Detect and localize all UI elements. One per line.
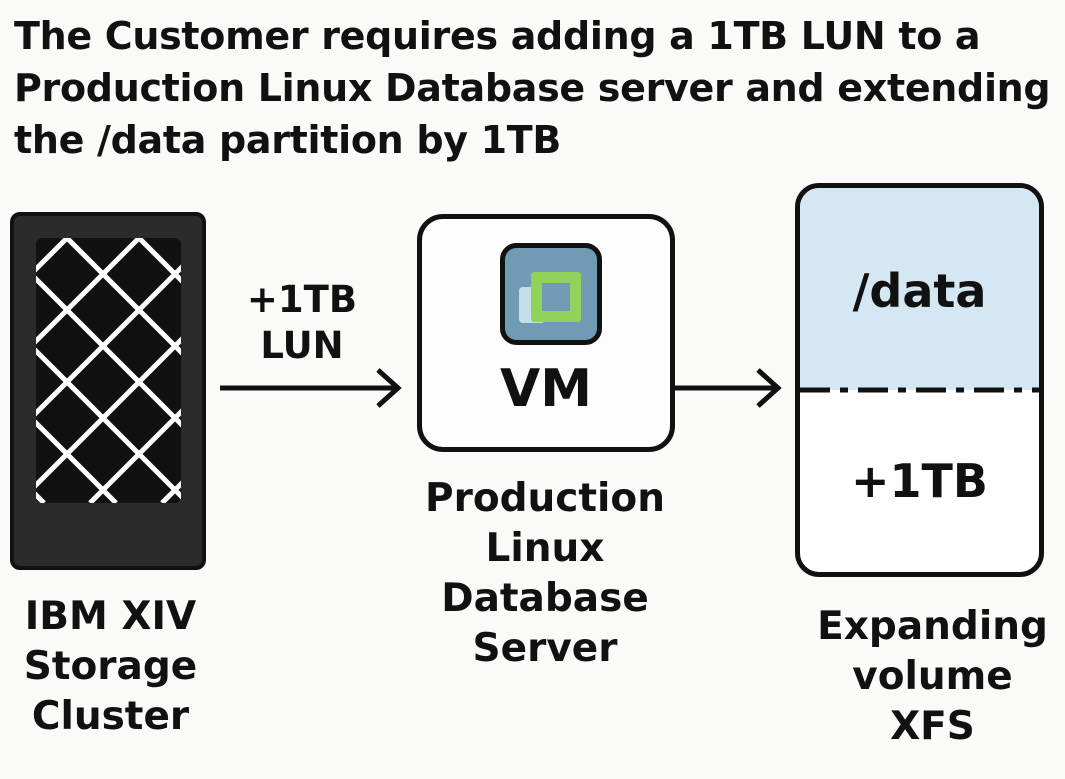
lattice-pattern — [36, 238, 181, 503]
label-line: Storage — [23, 644, 198, 689]
title-line: the /data partition by 1TB — [14, 118, 562, 162]
title-line: Production Linux Database server and ext… — [14, 66, 1051, 110]
existing-partition — [800, 188, 1039, 390]
storage-array-icon — [10, 212, 206, 570]
lun-label: +1TB LUN — [212, 277, 392, 369]
label-line: Linux — [485, 526, 605, 571]
server-label: Production Linux Database Server — [405, 474, 685, 674]
label-line: LUN — [260, 324, 344, 367]
label-line: Server — [472, 626, 618, 671]
label-line: Production — [425, 476, 665, 521]
added-capacity-label: +1TB — [851, 454, 988, 508]
vm-text: VM — [500, 359, 592, 419]
volume-box: /data +1TB — [795, 183, 1044, 577]
label-line: +1TB — [246, 278, 358, 321]
data-partition-label: /data — [852, 264, 987, 318]
volume-label: Expanding volume XFS — [800, 602, 1065, 752]
label-line: Database — [441, 576, 649, 621]
dashed-divider — [800, 387, 1039, 393]
vm-box: VM — [417, 214, 675, 452]
label-line: XFS — [890, 704, 975, 749]
diagram-title: The Customer requires adding a 1TB LUN t… — [14, 10, 1054, 166]
title-line: The Customer requires adding a 1TB LUN t… — [14, 14, 981, 58]
storage-label: IBM XIV Storage Cluster — [8, 592, 213, 742]
label-line: Cluster — [31, 694, 190, 739]
label-line: volume — [852, 654, 1013, 699]
vmware-icon — [500, 243, 602, 345]
arrow-icon — [220, 368, 402, 408]
arrow-icon — [673, 368, 782, 408]
label-line: Expanding — [817, 604, 1048, 649]
label-line: IBM XIV — [24, 594, 197, 639]
